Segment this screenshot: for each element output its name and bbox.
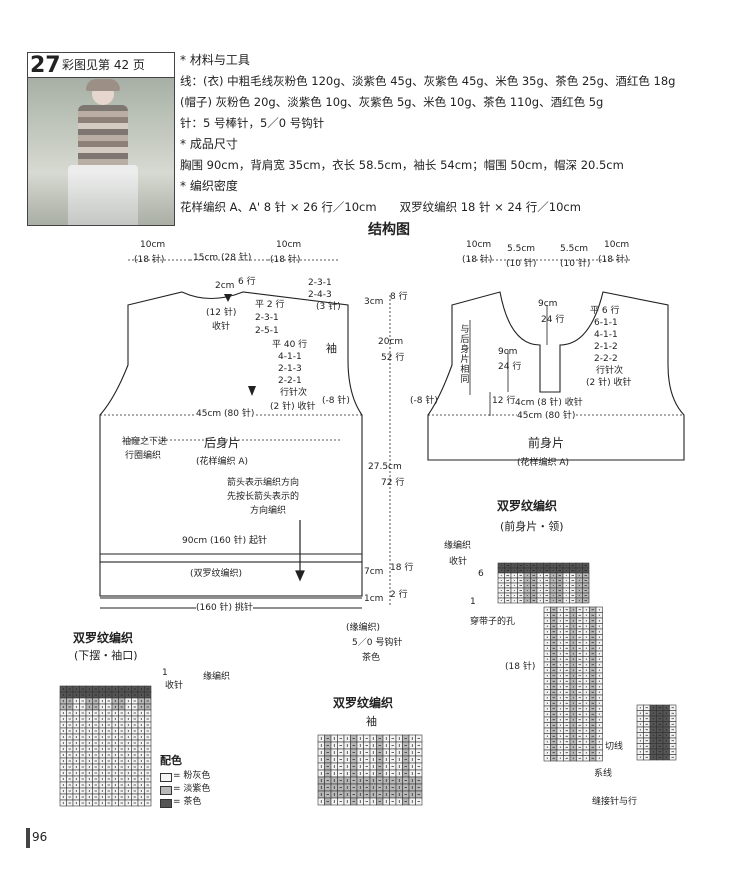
back-top-right-st: (18 针) xyxy=(270,255,301,265)
front-sub: (花样编织 A) xyxy=(517,458,570,468)
back-pickup: (160 针) 挑针 xyxy=(196,603,253,614)
back-neck-st: (12 针) xyxy=(206,308,237,318)
front-side-note: 与后身片相同 xyxy=(458,324,469,384)
front-top-1: 10cm xyxy=(466,240,492,250)
front-neck-v1: 9cm xyxy=(538,299,558,309)
rib-front-n1: 1 xyxy=(470,597,476,607)
pattern-number: 27 xyxy=(30,53,61,78)
rib-hem-edge: 缘编织 xyxy=(203,672,231,682)
front-top-1-st: (18 针) xyxy=(462,255,493,265)
back-arm-left: (-8 针) xyxy=(322,396,350,406)
arrow-note-2: 先按长箭头表示的 xyxy=(227,492,300,502)
front-placket: 4cm (8 针) 收针 xyxy=(515,398,583,408)
legend-swatch-3 xyxy=(160,799,172,808)
arrow-note-1: 箭头表示编织方向 xyxy=(227,478,300,488)
front-bust: 45cm (80 针) xyxy=(517,411,576,422)
size-heading: * 成品尺寸 xyxy=(180,137,238,151)
edge-3: 茶色 xyxy=(362,653,381,663)
rib-front-tie: 系线 xyxy=(594,769,613,779)
color-ref: 彩图见第 42 页 xyxy=(62,58,145,72)
rib-hem-sub: (下摆・袖口) xyxy=(74,649,138,662)
rib-front-n6: 6 xyxy=(478,569,484,579)
vdim-3-rows: 72 行 xyxy=(381,478,405,488)
materials-heading: * 材料与工具 xyxy=(180,53,250,67)
rib-hem-n1: 1 xyxy=(162,668,168,678)
vdim-1: 3cm xyxy=(364,297,384,307)
legend-swatch-1 xyxy=(160,773,172,782)
back-label: 后身片 xyxy=(204,436,241,450)
back-cast-on: 90cm (160 针) 起针 xyxy=(182,536,267,546)
materials-needles: 针：5 号棒针，5／0 号钩针 xyxy=(180,116,325,130)
front-top-3-st: (10 针) xyxy=(560,259,591,269)
back-note-1: 袖窿之下进 xyxy=(122,437,168,447)
gauge-line: 花样编织 A、A' 8 针 × 26 行／10cm 双罗纹编织 18 针 × 2… xyxy=(180,200,581,214)
rib-sleeve-sub: 袖 xyxy=(366,715,377,728)
front-top-2: 5.5cm xyxy=(507,244,536,254)
materials-yarn-1: 线：(衣) 中粗毛线灰粉色 120g、淡紫色 45g、灰紫色 45g、米色 35… xyxy=(180,74,676,88)
rib-hem-title: 双罗纹编织 xyxy=(73,631,134,645)
rib-front-edge: 缘编织 xyxy=(444,541,472,551)
front-top-3: 5.5cm xyxy=(560,244,589,254)
edge-2: 5／0 号钩针 xyxy=(352,638,403,648)
arrow-note-3: 方向编织 xyxy=(250,506,287,516)
back-rib: (双罗纹编织) xyxy=(190,569,243,579)
edge-1: (缘编织) xyxy=(346,623,381,633)
front-arm-left: (-8 针) xyxy=(410,396,438,406)
rib-front-bind: 收针 xyxy=(449,557,468,567)
legend-item-3: = 茶色 xyxy=(173,797,202,807)
front-outline xyxy=(427,291,685,461)
rib-sleeve-title: 双罗纹编织 xyxy=(333,696,394,710)
vdim-2-rows: 52 行 xyxy=(381,353,405,363)
rib-front-title: 双罗纹编织 xyxy=(497,499,558,513)
rib-front-sub: (前身片・领) xyxy=(500,520,564,533)
legend-swatch-2 xyxy=(160,786,172,795)
vdim-5-rows: 2 行 xyxy=(390,590,408,600)
vdim-3: 27.5cm xyxy=(368,462,402,472)
back-top-left-st: (18 针) xyxy=(134,255,165,265)
page-number-box xyxy=(26,828,55,848)
back-neck-rows: 6 行 xyxy=(238,277,256,287)
back-note-2: 行圈编织 xyxy=(125,451,162,461)
front-top-4: 10cm xyxy=(604,240,630,250)
front-rows12: 12 行 xyxy=(492,396,516,406)
vdim-5: 1cm xyxy=(364,594,384,604)
gauge-heading: * 编织密度 xyxy=(180,179,238,193)
front-label: 前身片 xyxy=(528,436,565,450)
structure-title: 结构图 xyxy=(368,222,410,238)
sleeve-word: 袖 xyxy=(326,342,337,355)
back-top-left-cm: 10cm xyxy=(140,240,166,250)
cover-photo xyxy=(27,52,175,226)
legend-item-1: = 粉灰色 xyxy=(173,771,211,781)
front-neck-v1r: 24 行 xyxy=(541,315,565,325)
legend-title: 配色 xyxy=(160,754,182,767)
back-neck-cm: 2cm xyxy=(215,281,235,291)
vdim-4: 7cm xyxy=(364,567,384,577)
back-outline xyxy=(99,291,363,563)
materials-yarn-2: (帽子) 灰粉色 20g、淡紫色 10g、灰紫色 5g、米色 10g、茶色 11… xyxy=(180,95,604,109)
rib-hem-bind: 收针 xyxy=(165,681,184,691)
vdim-4-rows: 18 行 xyxy=(390,563,414,573)
front-top-4-st: (18 针) xyxy=(598,255,629,265)
back-rib-band xyxy=(99,561,363,597)
size-line: 胸围 90cm，背肩宽 35cm，衣长 58.5cm，袖长 54cm；帽围 50… xyxy=(180,158,624,172)
back-bust: 45cm (80 针) xyxy=(196,409,255,420)
rib-front-hole: 穿带子的孔 xyxy=(470,617,516,627)
back-top-mid: 15cm (28 针) xyxy=(193,253,252,263)
rib-front-st18: (18 针) xyxy=(505,662,536,672)
legend-item-2: = 淡紫色 xyxy=(173,784,211,794)
rib-front-cut: 切线 xyxy=(605,742,624,752)
pattern-badge: 27 彩图见第 42 页 xyxy=(28,53,174,78)
front-top-2-st: (10 针) xyxy=(506,259,537,269)
front-neck-v2r: 24 行 xyxy=(498,362,522,372)
back-neck-bind: 收针 xyxy=(212,322,231,332)
back-sub: (花样编织 A) xyxy=(196,457,249,467)
page-number: 96 xyxy=(32,830,48,844)
vdim-2: 20cm xyxy=(378,337,404,347)
vdim-1-rows: 8 行 xyxy=(390,292,408,302)
front-neck-v2: 9cm xyxy=(498,347,518,357)
back-top-right-cm: 10cm xyxy=(276,240,302,250)
rib-front-seam: 缝接针与行 xyxy=(592,797,638,807)
